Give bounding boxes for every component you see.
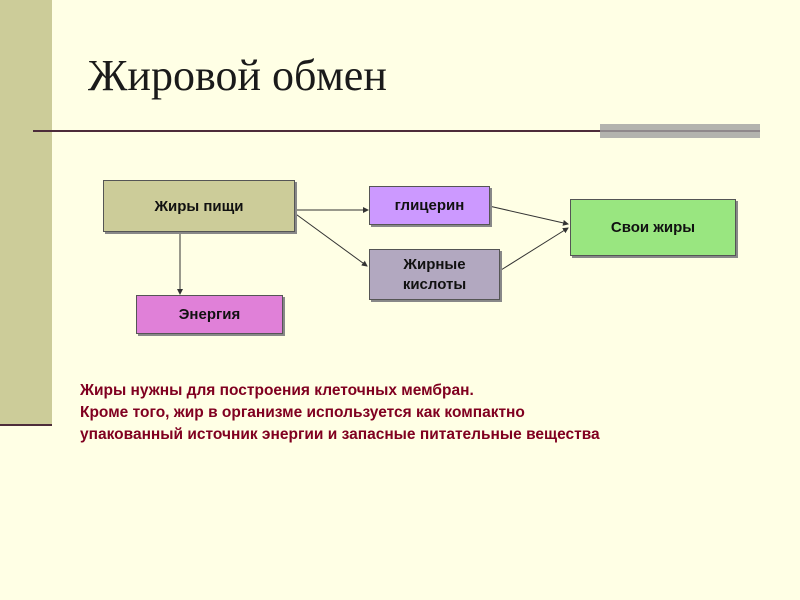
node-label: Жиры пищи [154, 197, 244, 215]
note-line: упакованный источник энергии и запасные … [80, 426, 600, 443]
sidebar-decoration [0, 0, 52, 425]
node-label: Энергия [178, 306, 241, 323]
slide-title: Жировой обмен [88, 51, 387, 100]
explanation-text: Жиры нужны для построения клеточных мемб… [80, 380, 600, 446]
rule-accent [600, 124, 760, 138]
arrow-glycerol-to-own [488, 205, 569, 226]
title-rule [33, 130, 760, 132]
sidebar-divider [0, 424, 52, 426]
node-label: глицерин [394, 197, 465, 214]
arrow-food-to-acids [292, 211, 368, 267]
node-glycerol: глицерин [369, 186, 490, 225]
node-label: Свои жиры [610, 219, 696, 236]
node-energy: Энергия [136, 295, 283, 334]
node-own-fats: Свои жиры [570, 199, 736, 256]
arrow-acids-to-own [500, 227, 569, 271]
node-food-fats: Жиры пищи [103, 180, 295, 232]
node-label: Жирные кислоты [402, 255, 467, 293]
note-line: Жиры нужны для построения клеточных мемб… [80, 382, 474, 399]
note-line: Кроме того, жир в организме используется… [80, 404, 525, 421]
node-fatty-acids: Жирные кислоты [369, 249, 500, 300]
